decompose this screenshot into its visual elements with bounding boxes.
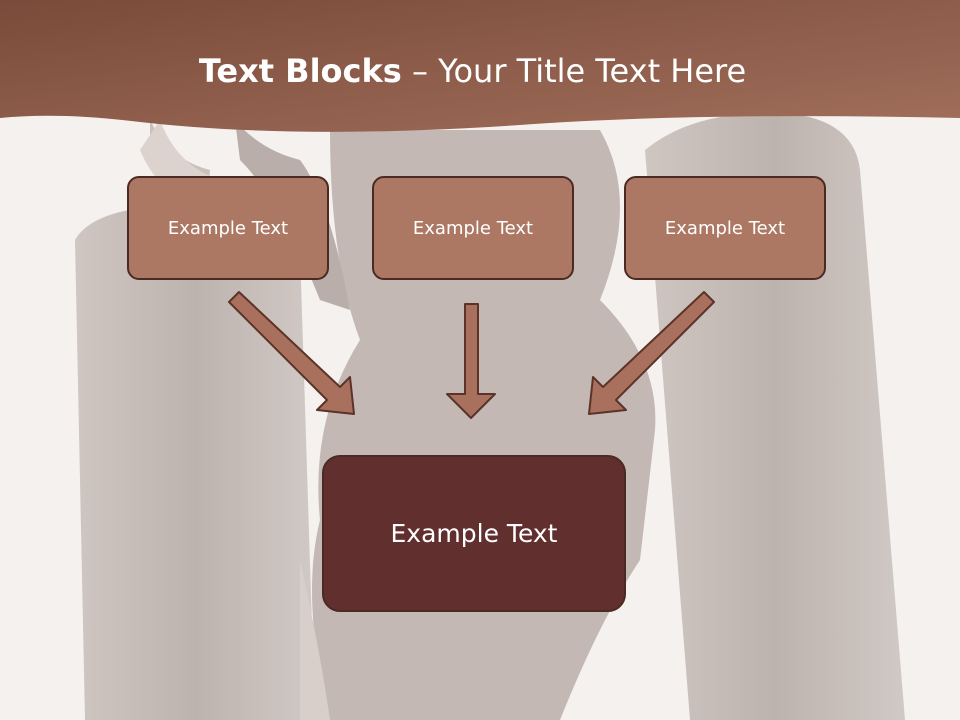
slide-title: Text Blocks – Your Title Text Here (0, 52, 945, 90)
text-block-center: Example Text (372, 176, 574, 280)
text-block-label: Example Text (664, 217, 786, 239)
arrow-center-down (446, 303, 496, 419)
title-bold-text: Text Blocks (198, 52, 402, 90)
text-block-main: Example Text (322, 455, 626, 612)
arrow-right-diagonal (588, 291, 715, 415)
text-block-right: Example Text (624, 176, 826, 280)
text-block-label: Example Text (167, 217, 289, 239)
title-rest-text: – Your Title Text Here (401, 52, 747, 90)
title-banner (0, 0, 960, 132)
text-block-main-label: Example Text (390, 519, 558, 548)
arrow-left-diagonal (228, 291, 355, 415)
text-block-left: Example Text (127, 176, 329, 280)
text-block-label: Example Text (412, 217, 534, 239)
